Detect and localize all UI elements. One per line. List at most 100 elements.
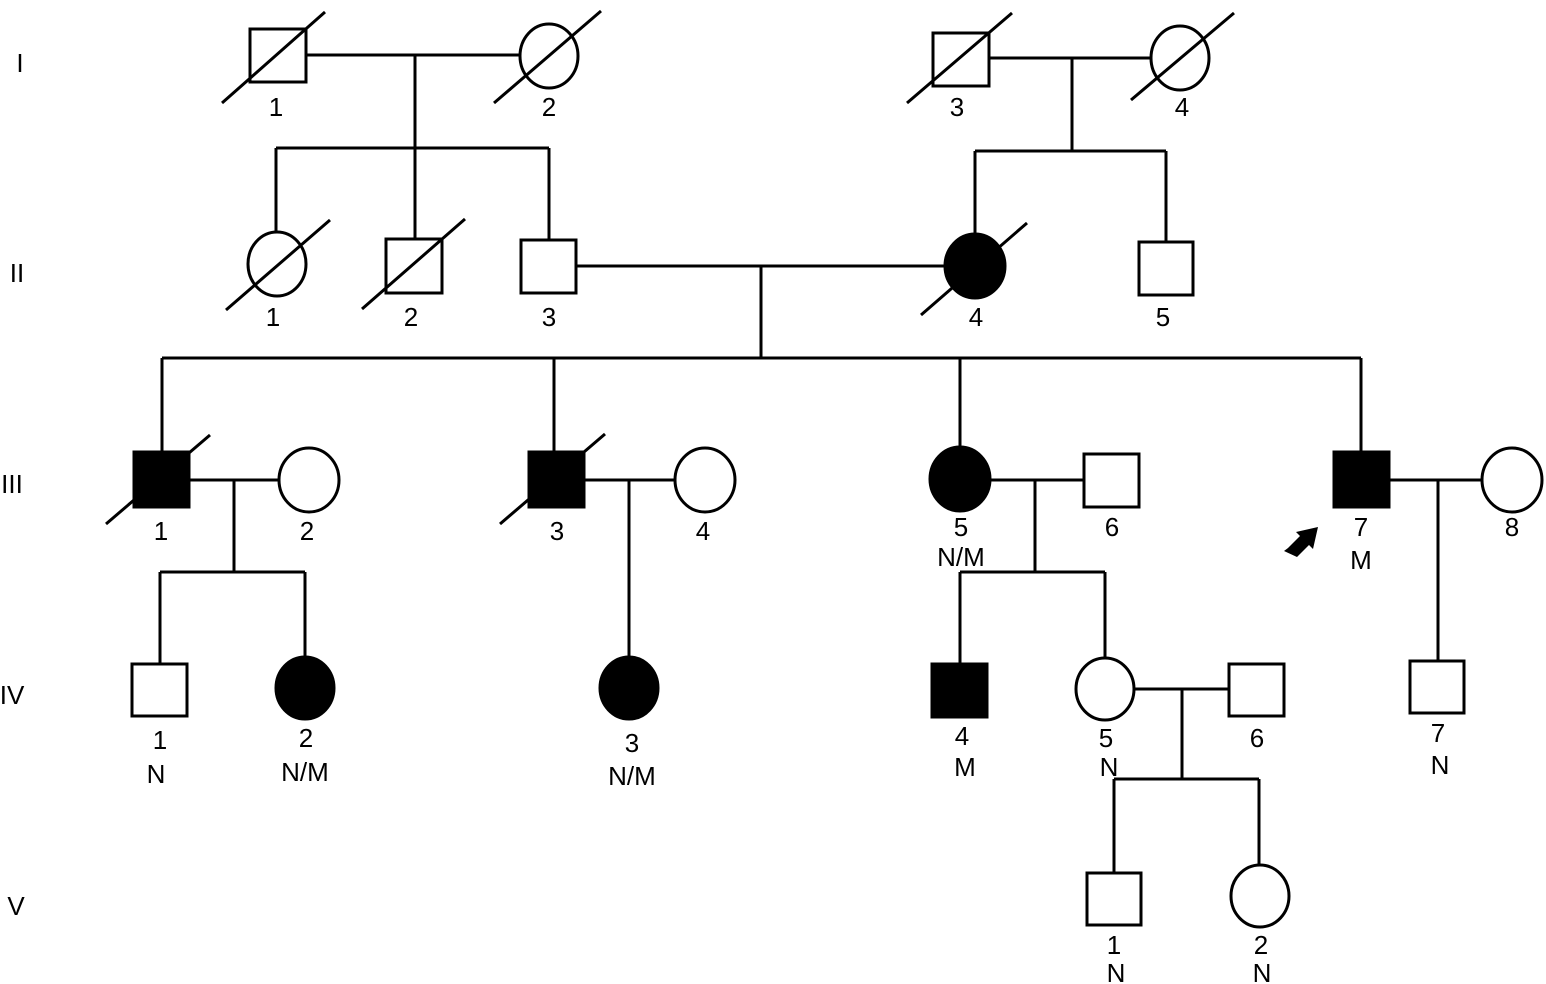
individual-number: 5	[1156, 302, 1170, 332]
individual-IV-2: 2N/M	[274, 655, 336, 787]
female-symbol	[943, 232, 1007, 300]
individual-number: 1	[153, 725, 167, 755]
individual-I-2: 2	[493, 9, 602, 122]
female-symbol	[598, 655, 660, 721]
deceased-slash	[906, 11, 1013, 105]
deceased-slash	[499, 432, 606, 526]
individual-IV-4: 4M	[930, 662, 989, 782]
male-symbol	[931, 31, 991, 88]
individual-III-6: 6	[1082, 452, 1141, 542]
individual-number: 1	[266, 302, 280, 332]
female-symbol	[277, 446, 341, 514]
male-symbol	[1408, 659, 1466, 715]
individual-III-1: 1	[105, 433, 211, 546]
proband-arrow-icon	[1284, 527, 1318, 557]
female-symbol	[1480, 446, 1544, 514]
deceased-slash	[225, 218, 331, 312]
individual-number: 4	[955, 721, 969, 751]
individual-number: 1	[269, 92, 283, 122]
male-symbol	[384, 237, 444, 295]
individual-number: 3	[625, 728, 639, 758]
individual-number: 8	[1505, 512, 1519, 542]
individual-I-4: 4	[1130, 11, 1235, 122]
genotype-label: M	[1350, 545, 1372, 575]
deceased-slash	[493, 9, 602, 105]
generation-label-v: V	[7, 891, 25, 921]
individual-IV-6: 6	[1227, 662, 1286, 753]
male-symbol	[1082, 452, 1141, 509]
individual-III-5: 5N/M	[928, 445, 992, 572]
male-symbol	[519, 238, 578, 295]
male-symbol	[1085, 871, 1143, 927]
individual-II-3: 3	[519, 238, 578, 332]
deceased-slash	[105, 433, 211, 526]
individual-number: 6	[1250, 723, 1264, 753]
individual-number: 4	[969, 302, 983, 332]
individual-number: 3	[950, 92, 964, 122]
male-symbol	[1227, 662, 1286, 718]
individual-number: 4	[696, 516, 710, 546]
individual-IV-5: 5N	[1074, 656, 1136, 782]
individual-III-7: 7M	[1284, 450, 1391, 575]
female-symbol	[1229, 863, 1291, 929]
generation-label-iii: III	[1, 469, 23, 499]
generation-label-i: I	[16, 48, 23, 78]
individual-V-2: 2N	[1229, 863, 1291, 984]
female-symbol	[928, 445, 992, 513]
female-symbol	[673, 446, 737, 514]
genotype-label: N	[1253, 958, 1272, 984]
deceased-slash	[920, 221, 1028, 317]
individual-V-1: 1N	[1085, 871, 1143, 984]
individual-number: 2	[299, 723, 313, 753]
individual-III-4: 4	[673, 446, 737, 546]
individual-number: 1	[154, 516, 168, 546]
individual-number: 3	[550, 516, 564, 546]
individual-number: 5	[1099, 723, 1113, 753]
genotype-label: N	[1431, 750, 1450, 780]
individual-II-2: 2	[361, 217, 466, 332]
genotype-label: N	[147, 759, 166, 789]
female-symbol	[1149, 24, 1211, 92]
genotype-label: M	[954, 752, 976, 782]
individual-number: 5	[954, 512, 968, 542]
genotype-label: N/M	[608, 761, 656, 791]
individual-number: 7	[1431, 718, 1445, 748]
deceased-slash	[1130, 11, 1235, 102]
individual-number: 2	[300, 516, 314, 546]
genotype-label: N	[1100, 752, 1119, 782]
male-symbol	[130, 662, 189, 718]
individual-number: 1	[1107, 930, 1121, 960]
genotype-label: N/M	[281, 757, 329, 787]
male-symbol	[1332, 450, 1391, 509]
female-symbol	[246, 230, 308, 298]
individual-I-3: 3	[906, 11, 1013, 122]
genotype-label: N/M	[937, 542, 985, 572]
individual-I-1: 1	[221, 10, 326, 122]
individual-II-4: 4	[920, 221, 1028, 332]
individual-II-1: 1	[225, 218, 331, 332]
male-symbol	[1137, 240, 1195, 297]
individual-number: 3	[542, 302, 556, 332]
generation-label-iv: IV	[0, 680, 25, 710]
deceased-slash	[221, 10, 326, 105]
female-symbol	[1074, 656, 1136, 722]
individual-IV-7: 7N	[1408, 659, 1466, 780]
female-symbol	[274, 655, 336, 721]
generation-label-ii: II	[10, 258, 24, 288]
individual-number: 4	[1175, 92, 1189, 122]
individual-number: 2	[1254, 930, 1268, 960]
individual-III-3: 3	[499, 432, 606, 546]
individual-III-2: 2	[277, 446, 341, 546]
deceased-slash	[361, 217, 466, 311]
male-symbol	[248, 27, 308, 84]
individual-II-5: 5	[1137, 240, 1195, 332]
individual-IV-1: 1N	[130, 662, 189, 789]
individual-number: 6	[1105, 512, 1119, 542]
male-symbol	[930, 662, 989, 719]
relationship-lines	[158, 53, 1482, 873]
individual-number: 2	[542, 92, 556, 122]
individual-number: 2	[404, 302, 418, 332]
individual-number: 7	[1354, 512, 1368, 542]
genotype-label: N	[1107, 958, 1126, 984]
